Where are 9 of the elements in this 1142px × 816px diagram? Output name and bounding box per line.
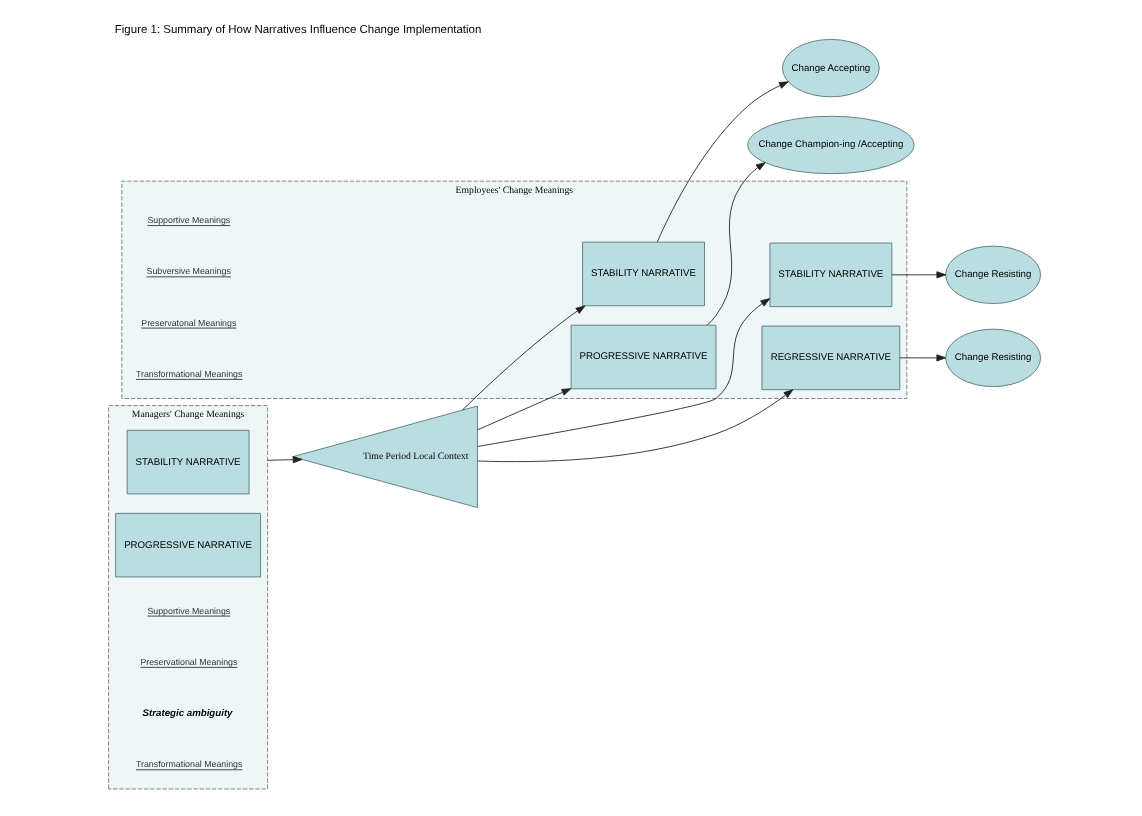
arrow: [891, 271, 947, 279]
arrow: [706, 162, 766, 326]
arrow: [461, 305, 586, 411]
arrow: [656, 81, 789, 243]
arrow: [477, 298, 771, 447]
arrow: [899, 354, 947, 362]
arrow: [477, 388, 572, 431]
arrow: [267, 456, 303, 464]
arrow: [477, 389, 794, 463]
